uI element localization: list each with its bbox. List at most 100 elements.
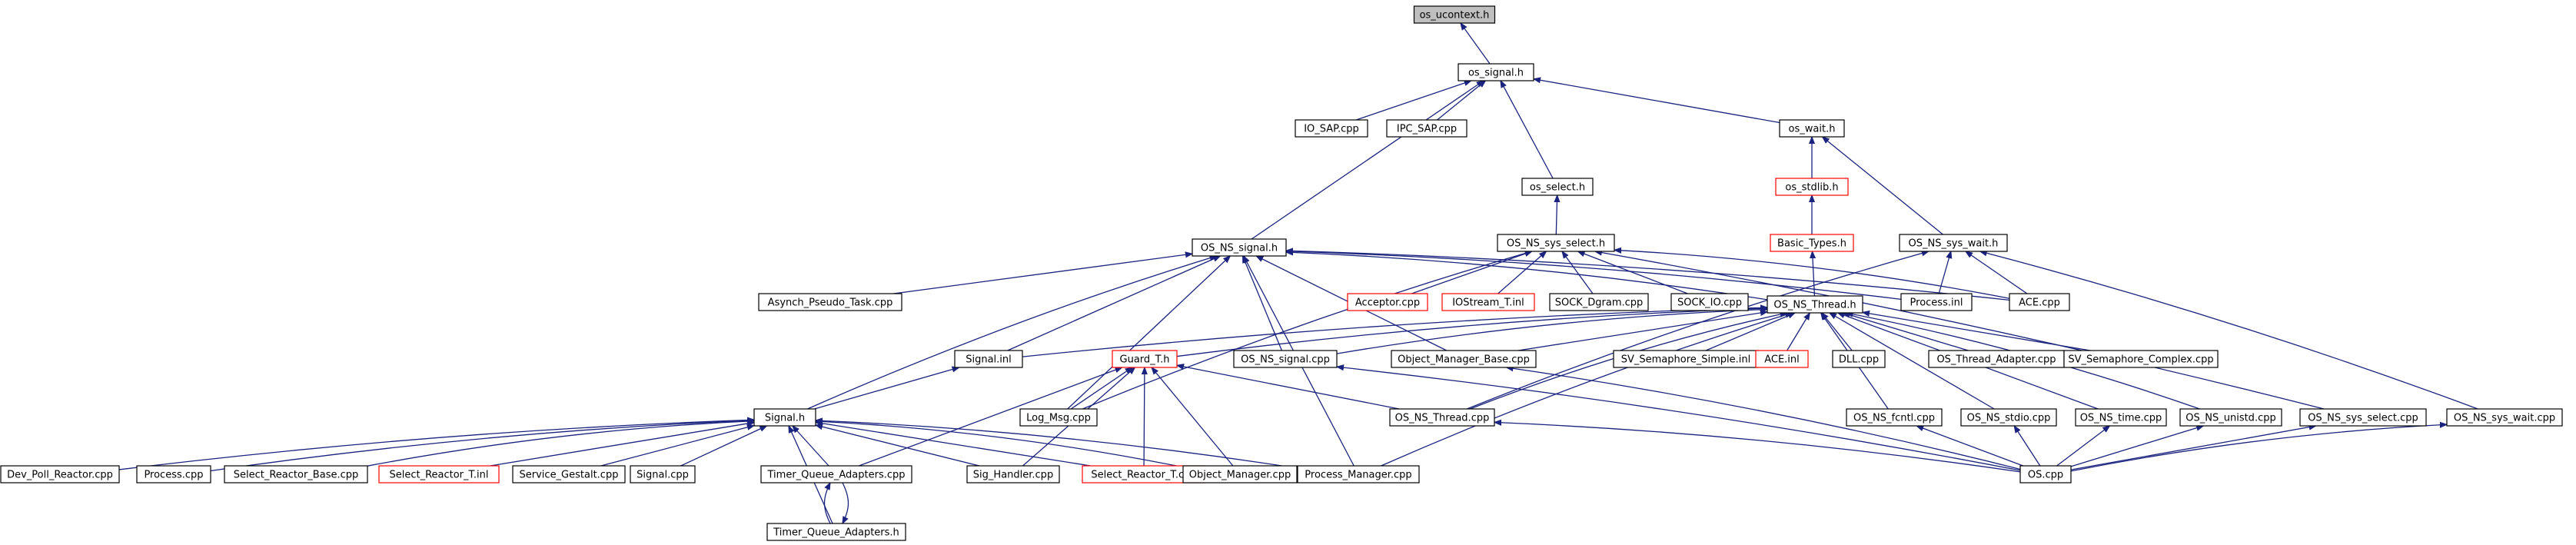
node-os-ns-sys-select-cpp[interactable]: OS_NS_sys_select.cpp: [2299, 408, 2427, 427]
node-box[interactable]: [1779, 119, 1845, 138]
node-dev-poll-reactor-cpp[interactable]: Dev_Poll_Reactor.cpp: [0, 465, 120, 484]
node-box[interactable]: [2063, 350, 2219, 368]
node-box[interactable]: [1497, 234, 1615, 252]
node-box[interactable]: [1019, 408, 1098, 427]
node-box[interactable]: [1413, 5, 1496, 24]
node-service-gestalt-cpp[interactable]: Service_Gestalt.cpp: [512, 465, 626, 484]
node-os-ns-fcntl-cpp[interactable]: OS_NS_fcntl.cpp: [1846, 408, 1943, 427]
node-ace-inl[interactable]: ACE.inl: [1755, 350, 1809, 368]
node-box[interactable]: [1295, 119, 1368, 138]
node-box[interactable]: [954, 350, 1023, 368]
node-label: Sig_Handler.cpp: [973, 470, 1053, 481]
edge-Process_Manager_cpp-to-OS_NS_Thread_h: [1381, 313, 1793, 467]
node-box[interactable]: [0, 465, 120, 484]
node-dll-cpp[interactable]: DLL.cpp: [1832, 350, 1886, 368]
node-os-ns-stdio-cpp[interactable]: OS_NS_stdio.cpp: [1960, 408, 2057, 427]
node-box[interactable]: [136, 465, 211, 484]
node-box[interactable]: [1832, 350, 1886, 368]
node-box[interactable]: [1549, 293, 1649, 311]
node-box[interactable]: [1775, 178, 1849, 196]
node-box[interactable]: [1192, 238, 1287, 257]
node-os-ns-time-cpp[interactable]: OS_NS_time.cpp: [2075, 408, 2167, 427]
node-os-select-h[interactable]: os_select.h: [1521, 178, 1594, 196]
node-os-thread-adapter-cpp[interactable]: OS_Thread_Adapter.cpp: [1928, 350, 2065, 368]
node-box[interactable]: [1767, 295, 1863, 314]
node-select-reactor-base-cpp[interactable]: Select_Reactor_Base.cpp: [224, 465, 368, 484]
node-box[interactable]: [2009, 293, 2070, 311]
node-sock-dgram-cpp[interactable]: SOCK_Dgram.cpp: [1549, 293, 1649, 311]
node-signal-h[interactable]: Signal.h: [753, 408, 816, 427]
node-os-ns-unistd-cpp[interactable]: OS_NS_unistd.cpp: [2179, 408, 2282, 427]
node-box[interactable]: [760, 465, 912, 484]
node-box[interactable]: [224, 465, 368, 484]
node-box[interactable]: [630, 465, 696, 484]
node-label: SOCK_Dgram.cpp: [1555, 297, 1644, 309]
node-select-reactor-t-cpp[interactable]: Select_Reactor_T.cpp: [1082, 465, 1206, 484]
node-select-reactor-t-inl[interactable]: Select_Reactor_T.inl: [378, 465, 500, 484]
node-box[interactable]: [1900, 293, 1973, 311]
node-os-wait-h[interactable]: os_wait.h: [1779, 119, 1845, 138]
node-basic-types-h[interactable]: Basic_Types.h: [1770, 234, 1854, 252]
node-ipc-sap-cpp[interactable]: IPC_SAP.cpp: [1386, 119, 1467, 138]
node-box[interactable]: [753, 408, 816, 427]
node-os-ns-sys-wait-h[interactable]: OS_NS_sys_wait.h: [1899, 234, 2008, 252]
node-box[interactable]: [766, 523, 906, 541]
node-object-manager-cpp[interactable]: Object_Manager.cpp: [1182, 465, 1298, 484]
node-os-cpp[interactable]: OS.cpp: [2019, 465, 2072, 484]
node-box[interactable]: [1670, 293, 1749, 311]
node-os-ns-thread-cpp[interactable]: OS_NS_Thread.cpp: [1389, 408, 1495, 427]
node-box[interactable]: [2299, 408, 2427, 427]
node-box[interactable]: [1755, 350, 1809, 368]
node-sock-io-cpp[interactable]: SOCK_IO.cpp: [1670, 293, 1749, 311]
node-signal-cpp[interactable]: Signal.cpp: [630, 465, 696, 484]
node-box[interactable]: [512, 465, 626, 484]
node-box[interactable]: [758, 293, 902, 311]
node-box[interactable]: [1386, 119, 1467, 138]
node-asynch-pseudo-task-cpp[interactable]: Asynch_Pseudo_Task.cpp: [758, 293, 902, 311]
node-os-stdlib-h[interactable]: os_stdlib.h: [1775, 178, 1849, 196]
node-sv-semaphore-simple-inl[interactable]: SV_Semaphore_Simple.inl: [1613, 350, 1759, 368]
node-os-ns-signal-h[interactable]: OS_NS_signal.h: [1192, 238, 1287, 257]
node-box[interactable]: [2019, 465, 2072, 484]
node-box[interactable]: [1846, 408, 1943, 427]
node-timer-queue-adapters-h[interactable]: Timer_Queue_Adapters.h: [766, 523, 906, 541]
node-os-ns-sys-wait-cpp[interactable]: OS_NS_sys_wait.cpp: [2446, 408, 2563, 427]
node-sig-handler-cpp[interactable]: Sig_Handler.cpp: [966, 465, 1060, 484]
node-box[interactable]: [2075, 408, 2167, 427]
node-box[interactable]: [1297, 465, 1420, 484]
node-sv-semaphore-complex-cpp[interactable]: SV_Semaphore_Complex.cpp: [2063, 350, 2219, 368]
node-signal-inl[interactable]: Signal.inl: [954, 350, 1023, 368]
node-box[interactable]: [1441, 293, 1535, 311]
node-box[interactable]: [1899, 234, 2008, 252]
node-box[interactable]: [1521, 178, 1594, 196]
node-box[interactable]: [1233, 350, 1338, 368]
node-os-signal-h[interactable]: os_signal.h: [1458, 63, 1534, 81]
node-ace-cpp[interactable]: ACE.cpp: [2009, 293, 2070, 311]
node-box[interactable]: [2446, 408, 2563, 427]
node-log-msg-cpp[interactable]: Log_Msg.cpp: [1019, 408, 1098, 427]
node-box[interactable]: [1770, 234, 1854, 252]
node-box[interactable]: [1389, 408, 1495, 427]
node-box[interactable]: [1391, 350, 1537, 368]
node-box[interactable]: [378, 465, 500, 484]
node-object-manager-base-cpp[interactable]: Object_Manager_Base.cpp: [1391, 350, 1537, 368]
node-process-inl[interactable]: Process.inl: [1900, 293, 1973, 311]
node-box[interactable]: [1347, 293, 1428, 311]
node-process-manager-cpp[interactable]: Process_Manager.cpp: [1297, 465, 1420, 484]
node-box[interactable]: [1182, 465, 1298, 484]
node-guard-t-h[interactable]: Guard_T.h: [1112, 350, 1178, 368]
node-box[interactable]: [966, 465, 1060, 484]
node-os-ucontext-h[interactable]: os_ucontext.h: [1413, 5, 1496, 24]
node-timer-queue-adapters-cpp[interactable]: Timer_Queue_Adapters.cpp: [760, 465, 912, 484]
node-io-sap-cpp[interactable]: IO_SAP.cpp: [1295, 119, 1368, 138]
node-box[interactable]: [1112, 350, 1178, 368]
node-os-ns-signal-cpp[interactable]: OS_NS_signal.cpp: [1233, 350, 1338, 368]
node-process-cpp[interactable]: Process.cpp: [136, 465, 211, 484]
node-os-ns-thread-h[interactable]: OS_NS_Thread.h: [1767, 295, 1863, 314]
node-box[interactable]: [2179, 408, 2282, 427]
node-box[interactable]: [1458, 63, 1534, 81]
node-iostream-t-inl[interactable]: IOStream_T.inl: [1441, 293, 1535, 311]
node-acceptor-cpp[interactable]: Acceptor.cpp: [1347, 293, 1428, 311]
node-box[interactable]: [1960, 408, 2057, 427]
node-os-ns-sys-select-h[interactable]: OS_NS_sys_select.h: [1497, 234, 1615, 252]
